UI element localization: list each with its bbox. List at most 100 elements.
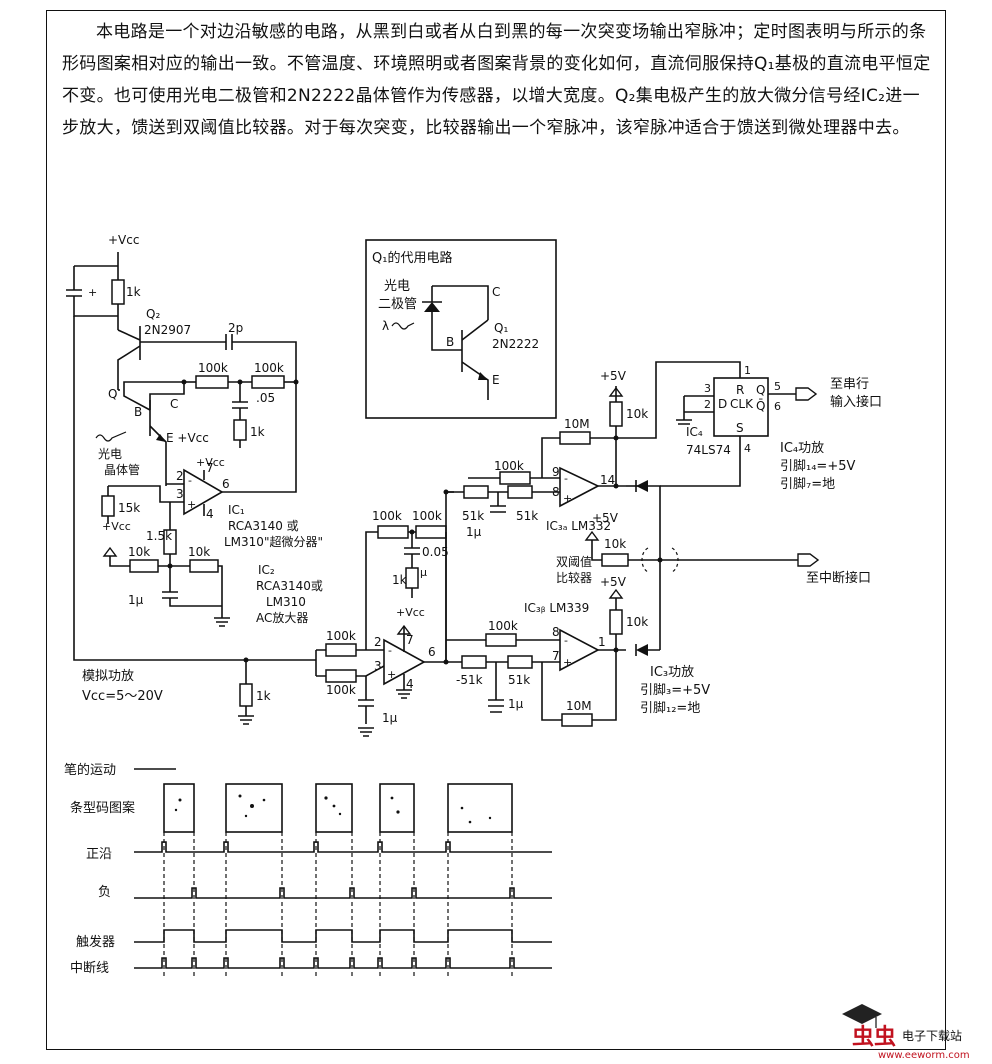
r-10k-pu1: 10k xyxy=(626,407,648,421)
inset-pin-b: B xyxy=(446,335,454,349)
q1-substitute-inset: Q₁的代用电路 光电 二极管 λ C B E Q₁ 2N2222 xyxy=(365,239,557,419)
barcode-bar xyxy=(447,783,513,833)
timing-row-trigger: 触发器 xyxy=(76,934,115,950)
ic1-opamp xyxy=(183,468,224,516)
r-51k-d: 51k xyxy=(508,673,530,687)
ff-pin1: 1 xyxy=(744,364,751,377)
plus5v-3: +5V xyxy=(600,575,627,589)
svg-text:-: - xyxy=(388,644,392,657)
q2-type: 2N2907 xyxy=(144,323,191,337)
r-100k-in1: 100k xyxy=(326,629,356,643)
interrupt-port xyxy=(797,553,820,567)
comparator-section: 100k 51k 51k 1μ - + 9 8 14 10M IC₃ₐ LM33… xyxy=(443,369,871,727)
r-100k-d: 100k xyxy=(412,509,442,523)
ic3a-pin8: 8 xyxy=(552,485,560,499)
vcc-top-label: +Vcc xyxy=(108,233,139,247)
inset-lambda: λ xyxy=(382,319,389,333)
ff-pin4: 4 xyxy=(744,442,751,455)
sensor-section: +Vcc + 1k Q₂ 2N2907 2p 100k 100k .05 xyxy=(66,233,323,627)
c-1u-c: 1μ xyxy=(508,697,524,711)
vcc-left: +Vcc xyxy=(102,520,131,533)
b-label: B xyxy=(134,405,142,419)
ic1-pin7: 7 xyxy=(206,461,214,475)
ic1-desc-1: RCA3140 或 xyxy=(228,519,299,533)
r-100k-bot: 100k xyxy=(488,619,518,633)
r-1-5k: 1.5k xyxy=(146,529,172,543)
ic3a-pin14: 14 xyxy=(600,473,615,487)
ic3b-pin8: 8 xyxy=(552,625,560,639)
ic3b-pin1: 1 xyxy=(598,635,606,649)
r-100k-c: 100k xyxy=(372,509,402,523)
r-15k: 15k xyxy=(118,501,140,515)
ic3-power-2: 引脚₃=+5V xyxy=(640,682,710,698)
barcode-bar xyxy=(379,783,415,833)
r-51k-b: 51k xyxy=(516,509,538,523)
plus5v-2: +5V xyxy=(592,511,619,525)
inset-pin-c: C xyxy=(492,285,500,299)
svg-text:+: + xyxy=(563,492,572,505)
r-10k-b: 10k xyxy=(188,545,210,559)
to-interrupt: 至中断接口 xyxy=(806,570,871,586)
photodiode-symbol xyxy=(424,302,440,312)
inset-pin-e: E xyxy=(492,373,500,387)
r-1k-top: 1k xyxy=(126,285,141,299)
ic2-label: IC₂ xyxy=(258,563,275,577)
ic2-pin7: 7 xyxy=(406,633,414,647)
ic3a-desc-1: 双阈值 xyxy=(556,554,592,569)
serial-port xyxy=(795,387,818,401)
ic2-vcc: +Vcc xyxy=(396,606,425,619)
ic3-power-3: 引脚₁₂=地 xyxy=(640,700,700,716)
ic2-pin6: 6 xyxy=(428,645,436,659)
svg-text:-: - xyxy=(188,474,192,487)
svg-text:-: - xyxy=(564,634,568,647)
watermark-brand: 虫虫 xyxy=(852,1024,896,1050)
r-1k-q2 xyxy=(111,279,125,305)
ic1-pin3: 3 xyxy=(176,487,184,501)
plus5v-1: +5V xyxy=(600,369,627,383)
ic1-pin4: 4 xyxy=(206,507,214,521)
r-100k-a: 100k xyxy=(198,361,228,375)
figure-frame xyxy=(46,10,946,1050)
ic2-desc-2: LM310 xyxy=(266,595,306,609)
phototransistor-label-1: 光电 xyxy=(98,447,122,461)
svg-text:-: - xyxy=(564,472,568,485)
c-1u-b: 1μ xyxy=(466,525,482,539)
inset-photodiode-label-2: 二极管 xyxy=(378,297,417,312)
ic4-label: IC₄ xyxy=(686,425,703,439)
r-10k-mid: 10k xyxy=(604,537,626,551)
c-2p: 2p xyxy=(228,321,243,335)
ff-s: S xyxy=(736,421,744,435)
ic4-type: 74LS74 xyxy=(686,443,731,457)
ic3a-desc-2: 比较器 xyxy=(556,570,592,585)
inset-transistor-type: 2N2222 xyxy=(492,337,539,351)
timing-row-barcode: 条型码图案 xyxy=(70,800,135,816)
ff-pin3: 3 xyxy=(704,382,711,395)
watermark-url: www.eeworm.com xyxy=(878,1050,970,1061)
r-1k-in: 1k xyxy=(256,689,271,703)
c-label: C xyxy=(170,397,178,411)
barcode-bar xyxy=(315,783,353,833)
ic2-desc-3: AC放大器 xyxy=(256,610,308,625)
ic2-section: 模拟功放 Vcc=5～20V 1k 100k 100k 1μ - + 2 3 7… xyxy=(73,316,449,737)
ic2-pin2: 2 xyxy=(374,635,382,649)
c-05: .05 xyxy=(256,391,275,405)
watermark: 虫虫 电子下载站 www.eeworm.com xyxy=(842,1004,970,1061)
r-1k-mid: 1k xyxy=(250,425,265,439)
c-u: μ xyxy=(420,566,427,579)
r-10m-bot: 10M xyxy=(566,699,592,713)
ff-qbar: Q̄ xyxy=(756,399,765,413)
q-label: Q xyxy=(108,387,117,401)
barcode-bar xyxy=(163,783,195,833)
svg-text:+: + xyxy=(563,656,572,669)
r-1k-ic2: 1k xyxy=(392,573,407,587)
inset-photodiode-label-1: 光电 xyxy=(384,279,410,294)
e-vcc-label: E +Vcc xyxy=(166,431,209,445)
watermark-brand-sub: 电子下载站 xyxy=(902,1029,962,1043)
r-10m-top: 10M xyxy=(564,417,590,431)
ff-pin5: 5 xyxy=(774,380,781,393)
ic3a-comparator xyxy=(559,466,600,508)
timing-row-negative: 负 xyxy=(98,885,111,900)
ic3b-pin7: 7 xyxy=(552,649,560,663)
r-51k-a: 51k xyxy=(462,509,484,523)
ff-pin2: 2 xyxy=(704,398,711,411)
